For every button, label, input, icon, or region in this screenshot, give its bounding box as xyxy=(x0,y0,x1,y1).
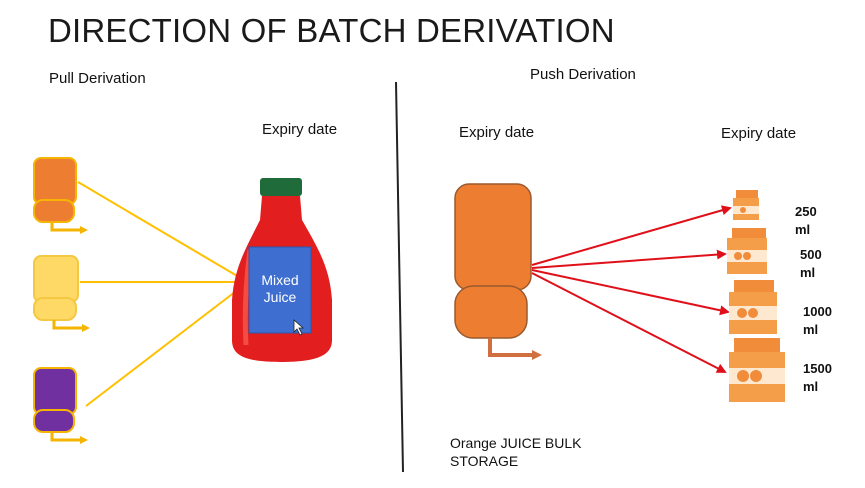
push-expiry-label-right: Expiry date xyxy=(721,125,797,142)
pull-derivation-heading: Pull Derivation xyxy=(49,70,146,87)
push-derivation-heading: Push Derivation xyxy=(530,66,636,83)
pull-arrow-purple xyxy=(85,283,246,407)
size-label-250: 250 ml xyxy=(795,204,817,237)
push-arrow-1500 xyxy=(531,272,727,373)
pull-expiry-label: Expiry date xyxy=(262,121,338,138)
push-expiry-label-left: Expiry date xyxy=(459,124,535,141)
carton-1000-icon xyxy=(729,280,777,334)
carton-1500-icon xyxy=(729,338,785,402)
size-label-1000: 1000 ml xyxy=(803,304,832,337)
mixed-juice-label: Mixed Juice xyxy=(261,272,299,305)
carton-500-icon xyxy=(727,228,767,274)
pull-source-tank-orange xyxy=(33,157,88,234)
section-divider xyxy=(395,81,404,473)
bulk-storage-caption: Orange JUICE BULK STORAGE xyxy=(450,435,582,469)
carton-250-icon xyxy=(733,190,759,220)
size-label-500: 500 ml xyxy=(800,247,822,280)
pull-arrow-orange xyxy=(77,181,246,282)
juice-bottle-icon xyxy=(232,178,332,362)
push-arrow-250 xyxy=(531,205,732,266)
push-arrow-1000 xyxy=(531,269,730,316)
push-arrow-500 xyxy=(531,249,727,269)
bulk-storage-tank xyxy=(454,183,542,360)
slide-title: DIRECTION OF BATCH DERIVATION xyxy=(48,12,615,49)
pull-source-tank-purple xyxy=(33,367,88,444)
pull-source-tank-yellow xyxy=(33,255,90,332)
size-label-1500: 1500 ml xyxy=(803,361,832,394)
